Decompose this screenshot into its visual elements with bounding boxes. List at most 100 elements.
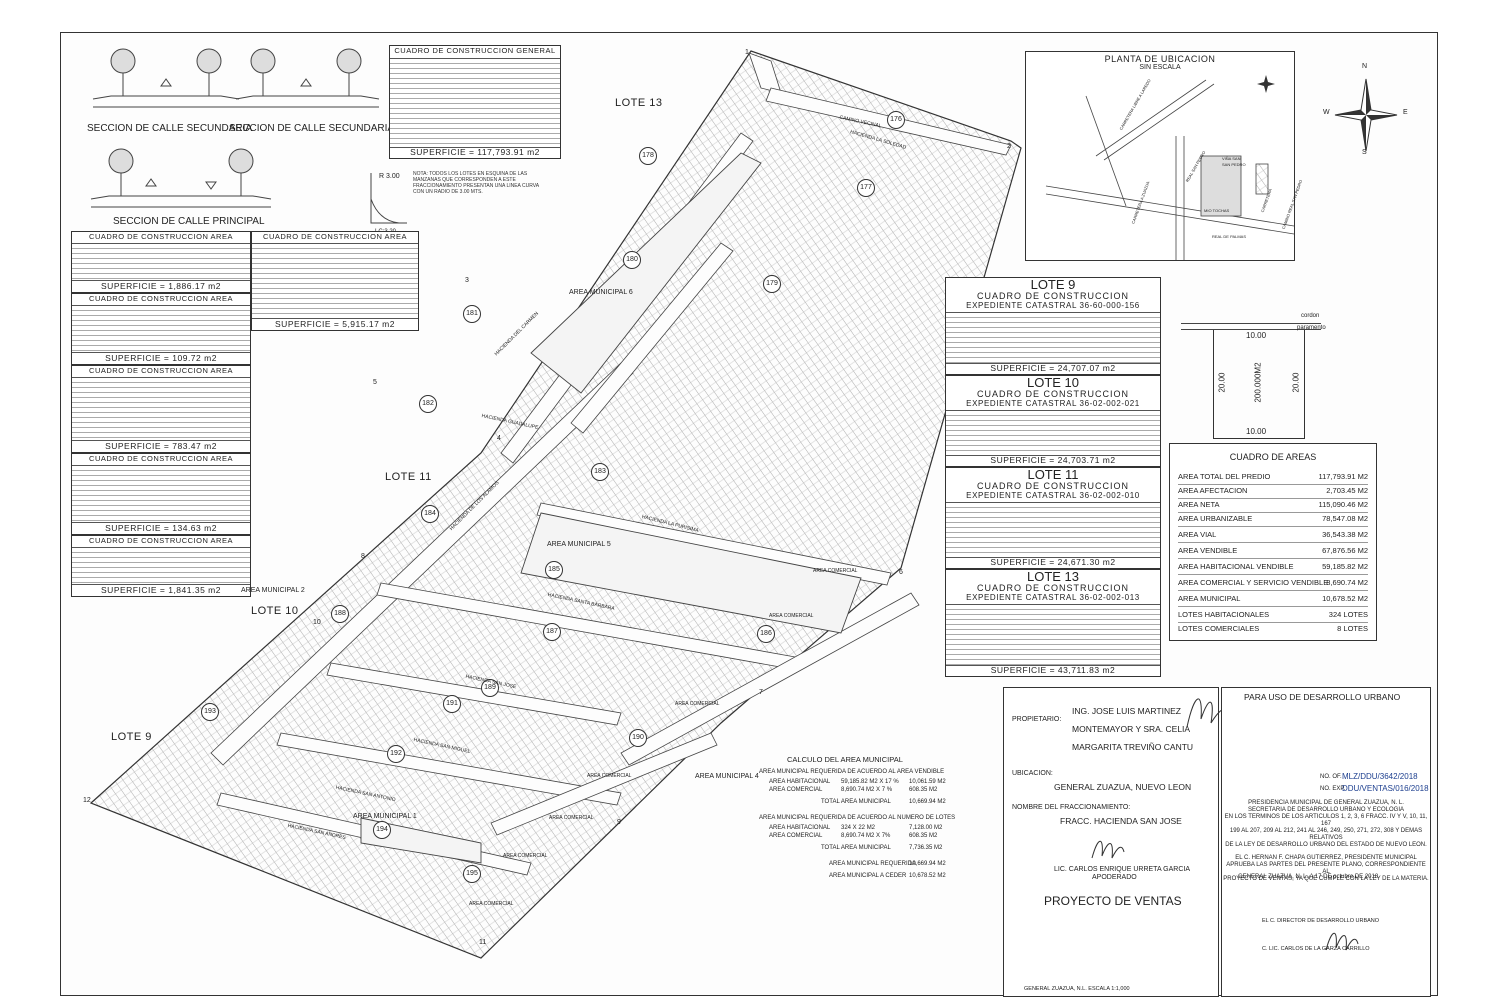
curve-detail-drawing xyxy=(370,173,407,224)
cordon-line xyxy=(1181,323,1321,324)
block-number: 190 xyxy=(629,729,647,747)
vertex-number: 5 xyxy=(373,379,377,386)
calc-cede-value: 10,678.52 M2 xyxy=(909,873,946,879)
block-number: 184 xyxy=(421,505,439,523)
urban-development-block: PARA USO DE DESARROLLO URBANO NO. OF. ML… xyxy=(1221,687,1431,997)
road-label: MIO TOCHAS xyxy=(1204,208,1230,213)
lote-10-table-superficie: SUPERFICIE = 24,703.71 m2 xyxy=(990,455,1116,465)
calc-total-value: 7,736.35 M2 xyxy=(909,845,943,851)
block-number: 176 xyxy=(887,111,905,129)
lote-11-table-subtitle: CUADRO DE CONSTRUCCION xyxy=(976,481,1129,491)
vertex-number: 3 xyxy=(465,277,469,284)
vertex-number: 9 xyxy=(617,819,621,826)
calc-label: AREA HABITACIONAL xyxy=(769,825,831,831)
subdivision-name-label: NOMBRE DEL FRACCIONAMIENTO: xyxy=(1012,804,1131,811)
paramento-label: paramento xyxy=(1297,325,1326,331)
street-sections-drawing xyxy=(90,48,380,208)
calc-total-label: TOTAL AREA MUNICIPAL xyxy=(821,845,891,851)
municipal-table-2-rows xyxy=(72,305,250,353)
calc-subtitle-1: AREA MUNICIPAL REQUERIDA DE ACUERDO AL A… xyxy=(759,769,945,775)
municipal-area-calculation: CALCULO DEL AREA MUNICIPAL AREA MUNICIPA… xyxy=(751,755,955,905)
vertex-number: 2 xyxy=(1007,143,1011,150)
vertex-number: 7 xyxy=(759,689,763,696)
subdivision-name-value: FRACC. HACIENDA SAN JOSE xyxy=(1060,816,1182,826)
legal-text: PRESIDENCIA MUNICIPAL DE GENERAL ZUAZUA,… xyxy=(1223,800,1429,882)
owner-line-2: MONTEMAYOR Y SRA. CELIA xyxy=(1072,724,1191,734)
area-municipal-4-label: AREA MUNICIPAL 4 xyxy=(695,773,759,780)
cordon-label: cordon xyxy=(1301,313,1320,319)
block-number: 182 xyxy=(419,395,437,413)
area-comercial-label: AREA COMERCIAL xyxy=(813,568,858,574)
municipal-table-4-rows xyxy=(72,465,250,523)
compass-west: W xyxy=(1323,109,1330,116)
municipal-table-3-rows xyxy=(72,377,250,441)
lot-back-dim: 10.00 xyxy=(1246,427,1267,436)
block-area-municipal-1 xyxy=(360,817,482,864)
block-number: 185 xyxy=(545,561,563,579)
lote-10-table-title: LOTE 10 xyxy=(1026,375,1080,390)
lote-11-table-rows xyxy=(946,502,1160,558)
block-number: 192 xyxy=(387,745,405,763)
corner-note: NOTA: TODOS LOS LOTES EN ESQUINA DE LAS … xyxy=(413,171,539,195)
vertex-number: 11 xyxy=(479,939,487,946)
lot-right-dim: 20.00 xyxy=(1291,372,1301,393)
director-signature-drawing xyxy=(1325,932,1359,951)
signature-drawing xyxy=(1091,840,1125,859)
street-hda-guadalupe xyxy=(570,242,734,434)
calc-label: AREA HABITACIONAL xyxy=(769,779,831,785)
area-municipal-5-label: AREA MUNICIPAL 5 xyxy=(547,541,611,548)
municipal-table-3: CUADRO DE CONSTRUCCION AREA MUNICIPAL 3 … xyxy=(71,365,251,453)
location-label: UBICACION: xyxy=(1012,770,1053,777)
calc-value: 8,690.74 M2 X 7% xyxy=(841,833,891,839)
municipal-table-2-superficie: SUPERFICIE = 109.72 m2 xyxy=(105,353,217,363)
owner-line-3: MARGARITA TREVIÑO CANTU xyxy=(1072,742,1194,752)
block-number: 194 xyxy=(373,821,391,839)
street-hda-purisima xyxy=(536,502,892,586)
general-construction-table: CUADRO DE CONSTRUCCION GENERAL SUPERFICI… xyxy=(389,45,561,159)
lote-13-table-subtitle: CUADRO DE CONSTRUCCION xyxy=(976,583,1129,593)
municipal-table-1: CUADRO DE CONSTRUCCION AREA MUNICIPAL 1 … xyxy=(71,231,251,293)
block-number: 191 xyxy=(443,695,461,713)
file-number: DDU/VENTAS/016/2018 xyxy=(1342,784,1429,793)
lote-13-label: LOTE 13 xyxy=(615,97,663,109)
calc-result: 608.35 M2 xyxy=(909,787,938,793)
block-number: 193 xyxy=(201,703,219,721)
lot-left-dim: 20.00 xyxy=(1217,372,1227,393)
calc-result: 608.35 M2 xyxy=(909,833,938,839)
calc-subtitle-2: AREA MUNICIPAL REQUERIDA DE ACUERDO AL N… xyxy=(759,815,956,821)
lote-10-table-subtitle: CUADRO DE CONSTRUCCION xyxy=(976,389,1129,399)
lote-11-table-superficie: SUPERFICIE = 24,671.30 m2 xyxy=(990,557,1116,567)
municipal-table-5-superficie: SUPERFICIE = 1,841.35 m2 xyxy=(101,585,221,595)
location-plan-title: PLANTA DE UBICACION xyxy=(1104,54,1216,64)
municipal-table-5: CUADRO DE CONSTRUCCION AREA MUNICIPAL 5 … xyxy=(71,535,251,597)
lot-front-dim: 10.00 xyxy=(1246,331,1267,340)
area-comercial-label: AREA COMERCIAL xyxy=(769,613,814,619)
location-plan-subtitle: SIN ESCALA xyxy=(1139,64,1181,71)
drawing-sheet: SECCION DE CALLE SECUNDARIA SECCION DE C… xyxy=(60,32,1438,997)
office-number-label: NO. OF. xyxy=(1320,774,1342,780)
vertex-number: 12 xyxy=(83,797,91,804)
calc-value: 59,185.82 M2 X 17 % xyxy=(841,779,899,785)
lote-10-label: LOTE 10 xyxy=(251,605,299,617)
street-hda-san-miguel xyxy=(276,732,622,806)
calc-label: AREA COMERCIAL xyxy=(769,787,823,793)
road-label: VIÑA SAN xyxy=(1222,156,1241,161)
lote-11-label: LOTE 11 xyxy=(385,471,432,483)
location-plan: PLANTA DE UBICACION SIN ESCALA CARRETERA… xyxy=(1025,51,1303,261)
location-value: GENERAL ZUAZUA, NUEVO LEON xyxy=(1054,782,1192,792)
areas-table-title: CUADRO DE AREAS xyxy=(1229,452,1317,462)
office-number: MLZ/DDU/3642/2018 xyxy=(1342,772,1418,781)
block-number: 189 xyxy=(481,679,499,697)
title-block: PROPIETARIO: ING. JOSE LUIS MARTINEZ MON… xyxy=(1003,687,1219,997)
calc-label: AREA COMERCIAL xyxy=(769,833,823,839)
block-number: 181 xyxy=(463,305,481,323)
lote-13-table: LOTE 13 CUADRO DE CONSTRUCCION EXPEDIENT… xyxy=(945,569,1161,677)
block-number: 187 xyxy=(543,623,561,641)
